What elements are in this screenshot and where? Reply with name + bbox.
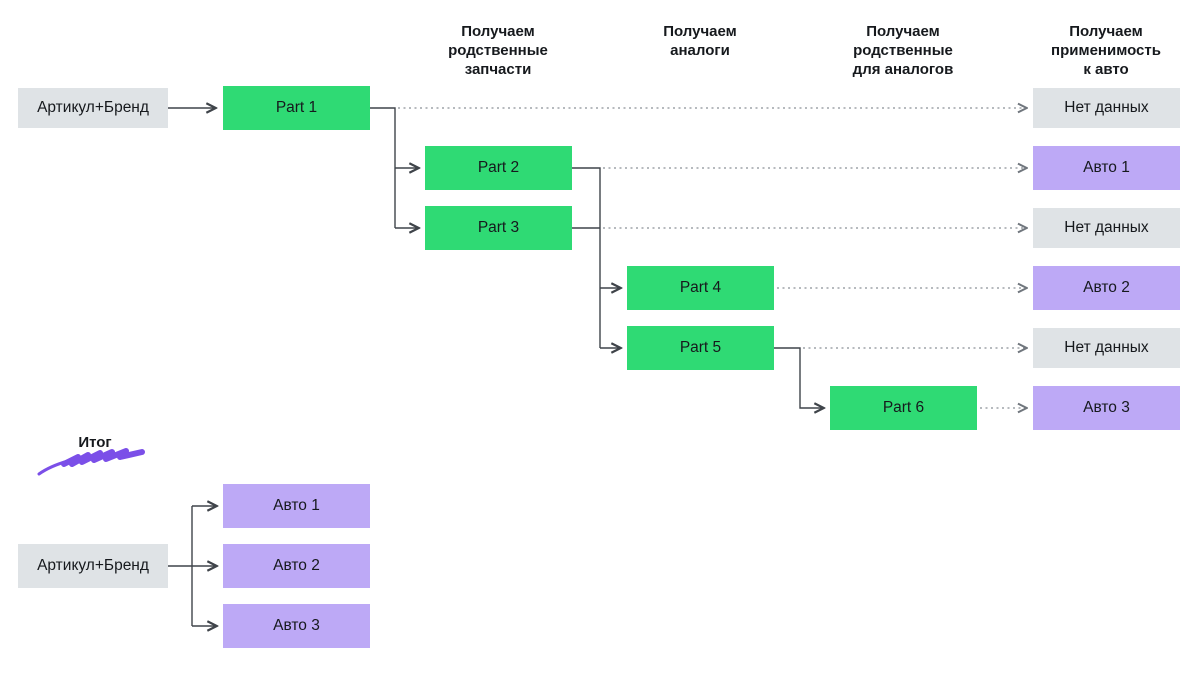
stage-header-analogs: Получаем аналоги [663, 23, 737, 59]
node-part-3: Part 3 [425, 206, 572, 250]
node-result-no-data-1: Нет данных [1033, 88, 1180, 128]
connector-part5-to-part6 [774, 347, 823, 408]
node-part-4: Part 4 [627, 266, 774, 310]
summary-title: Итог [78, 434, 112, 451]
connector-part1-bus [370, 107, 396, 228]
connector-part2-bus [572, 167, 601, 348]
node-part-5: Part 5 [627, 326, 774, 370]
node-result-auto-1: Авто 1 [1033, 146, 1180, 190]
node-part-1: Part 1 [223, 86, 370, 130]
node-part-2: Part 2 [425, 146, 572, 190]
node-result-auto-2: Авто 2 [1033, 266, 1180, 310]
stage-header-auto-applicability: Получаем применимость к авто [1051, 23, 1161, 78]
stage-header-related-for-analogs: Получаем родственные для аналогов [852, 23, 954, 78]
node-summary-auto-1: Авто 1 [223, 484, 370, 528]
node-part-6: Part 6 [830, 386, 977, 430]
node-result-no-data-3: Нет данных [1033, 328, 1180, 368]
node-summary-auto-3: Авто 3 [223, 604, 370, 648]
node-result-no-data-2: Нет данных [1033, 208, 1180, 248]
node-summary-auto-2: Авто 2 [223, 544, 370, 588]
node-source-article-brand: Артикул+Бренд [18, 88, 168, 128]
marker-scribble-underline [37, 448, 145, 476]
stage-header-related-parts: Получаем родственные запчасти [448, 23, 548, 78]
node-summary-source-article-brand: Артикул+Бренд [18, 544, 168, 588]
node-result-auto-3: Авто 3 [1033, 386, 1180, 430]
